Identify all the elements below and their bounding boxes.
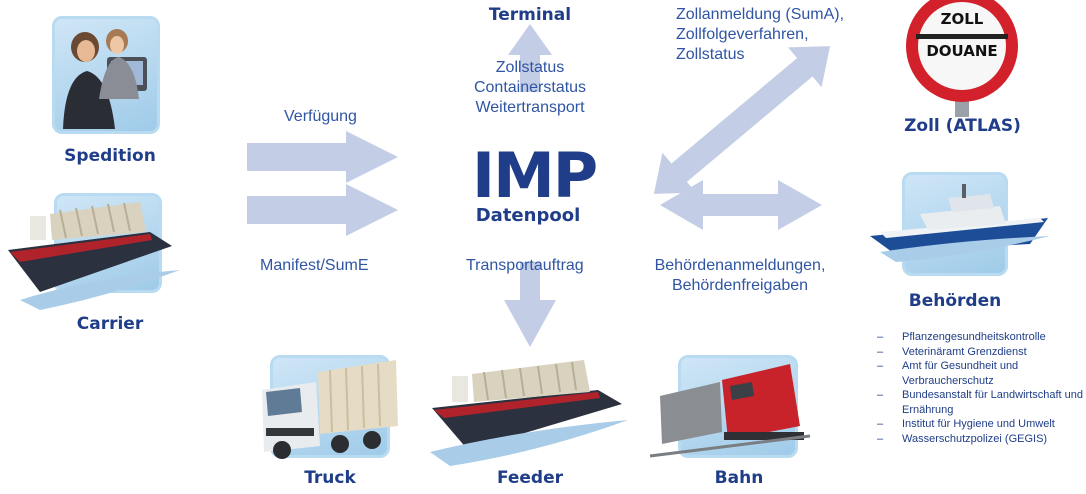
flow-line: Zollfolgeverfahren, [676,26,809,43]
flow-label-zoll: Zollanmeldung (SumA), Zollfolgeverfahren… [676,5,844,65]
list-item: Veterinäramt Grenzdienst [875,345,1085,360]
zoll-sign-bottom: DOUANE [926,42,998,60]
behoerden-list: Pflanzengesundheitskontrolle Veterinäram… [875,330,1085,446]
arrow-imp-to-terminal [508,24,552,92]
arrow-imp-to-feeder [504,262,556,347]
flow-label-manifest: Manifest/SumE [260,257,369,274]
flow-line: Zollanmeldung (SumA), [676,6,845,23]
list-item: Wasserschutzpolizei (GEGIS) [875,432,1085,447]
bahn-label: Bahn [714,468,764,488]
list-item: Bundesanstalt für Landwirtschaft und Ern… [875,388,1085,417]
spedition-image [52,16,160,134]
list-item: Pflanzengesundheitskontrolle [875,330,1085,345]
terminal-label: Terminal [488,5,572,25]
arrow-imp-behoerden [660,180,822,230]
arrow-spedition-to-imp [247,131,398,183]
truck-label: Truck [304,468,356,488]
flow-line: Behördenanmeldungen, [654,257,826,274]
flow-label-behoerden: Behördenanmeldungen, Behördenfreigaben [640,256,840,296]
imp-title: IMP [472,139,598,212]
flow-line: Zollstatus [495,59,565,76]
behoerden-label: Behörden [908,291,1002,311]
carrier-label: Carrier [76,314,144,334]
flow-line: Zollstatus [676,46,745,63]
office-workers-icon [63,29,147,129]
feeder-label: Feeder [496,468,564,488]
flow-label-terminal: Zollstatus Containerstatus Weitertranspo… [440,58,620,118]
flow-line: Weitertransport [475,99,585,116]
flow-line: Containerstatus [473,79,587,96]
imp-subtitle: Datenpool [475,205,581,226]
arrow-carrier-to-imp [247,184,398,236]
list-item: Amt für Gesundheit und Verbraucherschutz [875,359,1085,388]
list-item: Institut für Hygiene und Umwelt [875,417,1085,432]
flow-label-verfuegung: Verfügung [284,108,357,125]
flow-label-transportauftrag: Transportauftrag [466,257,584,274]
zoll-sign-top: ZOLL [940,10,984,28]
spedition-label: Spedition [64,146,156,166]
flow-line: Behördenfreigaben [671,277,809,294]
zoll-label: Zoll (ATLAS) [904,116,1021,136]
arrow-imp-zoll [653,46,831,194]
